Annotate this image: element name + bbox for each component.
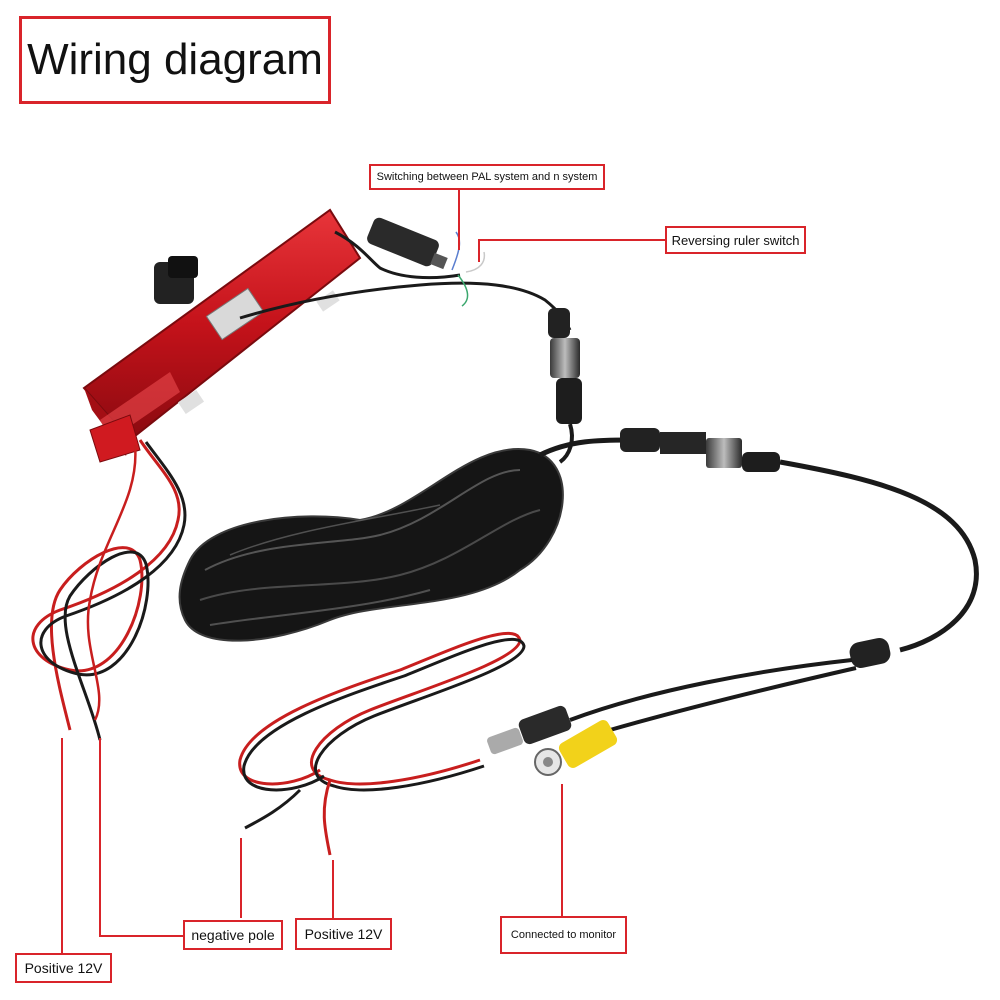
extension-cable [538,428,979,732]
camera-power-wires [31,439,187,741]
label-pal-switch-text: Switching between PAL system and n syste… [376,171,598,183]
label-monitor: Connected to monitor [500,916,627,954]
label-positive-left-text: Positive 12V [24,960,103,976]
label-positive-left: Positive 12V [15,953,112,983]
aviation-connector-upper [548,308,582,464]
label-monitor-text: Connected to monitor [510,929,617,941]
title-box: Wiring diagram [19,16,331,104]
label-ruler-switch-text: Reversing ruler switch [671,232,800,248]
rca-connectors [487,705,618,776]
label-positive-mid-text: Positive 12V [304,926,383,942]
brake-light-camera [82,208,362,463]
label-negative-pole: negative pole [183,920,283,950]
page-title: Wiring diagram [27,35,323,84]
rca-power-wires [238,631,526,856]
label-negative-pole-text: negative pole [191,927,275,943]
label-ruler-switch: Reversing ruler switch [665,226,806,254]
coiled-cable-bundle [178,448,564,642]
label-pal-switch: Switching between PAL system and n syste… [369,164,605,190]
label-positive-mid: Positive 12V [295,918,392,950]
